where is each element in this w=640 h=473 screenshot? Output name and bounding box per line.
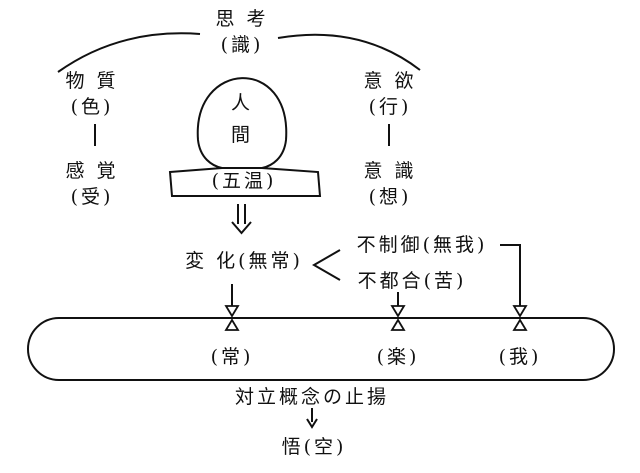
pleasure-label: (楽) [376,346,420,368]
no-control-line [500,244,521,306]
shoulders-outline [168,167,322,197]
oval-loop [27,317,615,381]
triangle-left [224,305,240,318]
sublation-label: 対立概念の止揚 [226,386,398,408]
sensation-label: 感 覚 [65,160,119,182]
enlightenment-arrowhead [306,418,318,429]
branch-bracket [311,249,341,281]
human-char-2: 間 [230,124,254,146]
head-outline [196,77,288,169]
change-label: 変 化(無常) [185,250,303,272]
arc-left [57,32,201,73]
triangle-mid [390,305,406,318]
triangle-mid-up [390,318,406,331]
enlightenment-label: 悟(空) [281,436,347,458]
will-label: 意 欲 [363,70,417,92]
arc-right [277,33,421,71]
awareness-label: 意 識 [363,160,417,182]
unsuitable-label: 不都合(苦) [357,270,467,292]
permanence-label: (常) [210,346,254,368]
thought-label: 思 考 [215,8,269,30]
triangle-right [512,305,528,318]
triangle-left-up [224,318,240,331]
human-char-1: 人 [230,92,254,114]
feeling-label: (受) [70,186,114,208]
aggregates-label: (五温) [211,170,277,192]
self-label: (我) [498,346,542,368]
no-control-label: 不制御(無我) [356,234,488,256]
formation-label: (行) [368,96,412,118]
matter-label: 物 質 [65,70,119,92]
consciousness-label: (識) [220,34,264,56]
form-label: (色) [70,96,114,118]
perception-label: (想) [368,186,412,208]
triangle-right-up [512,318,528,331]
